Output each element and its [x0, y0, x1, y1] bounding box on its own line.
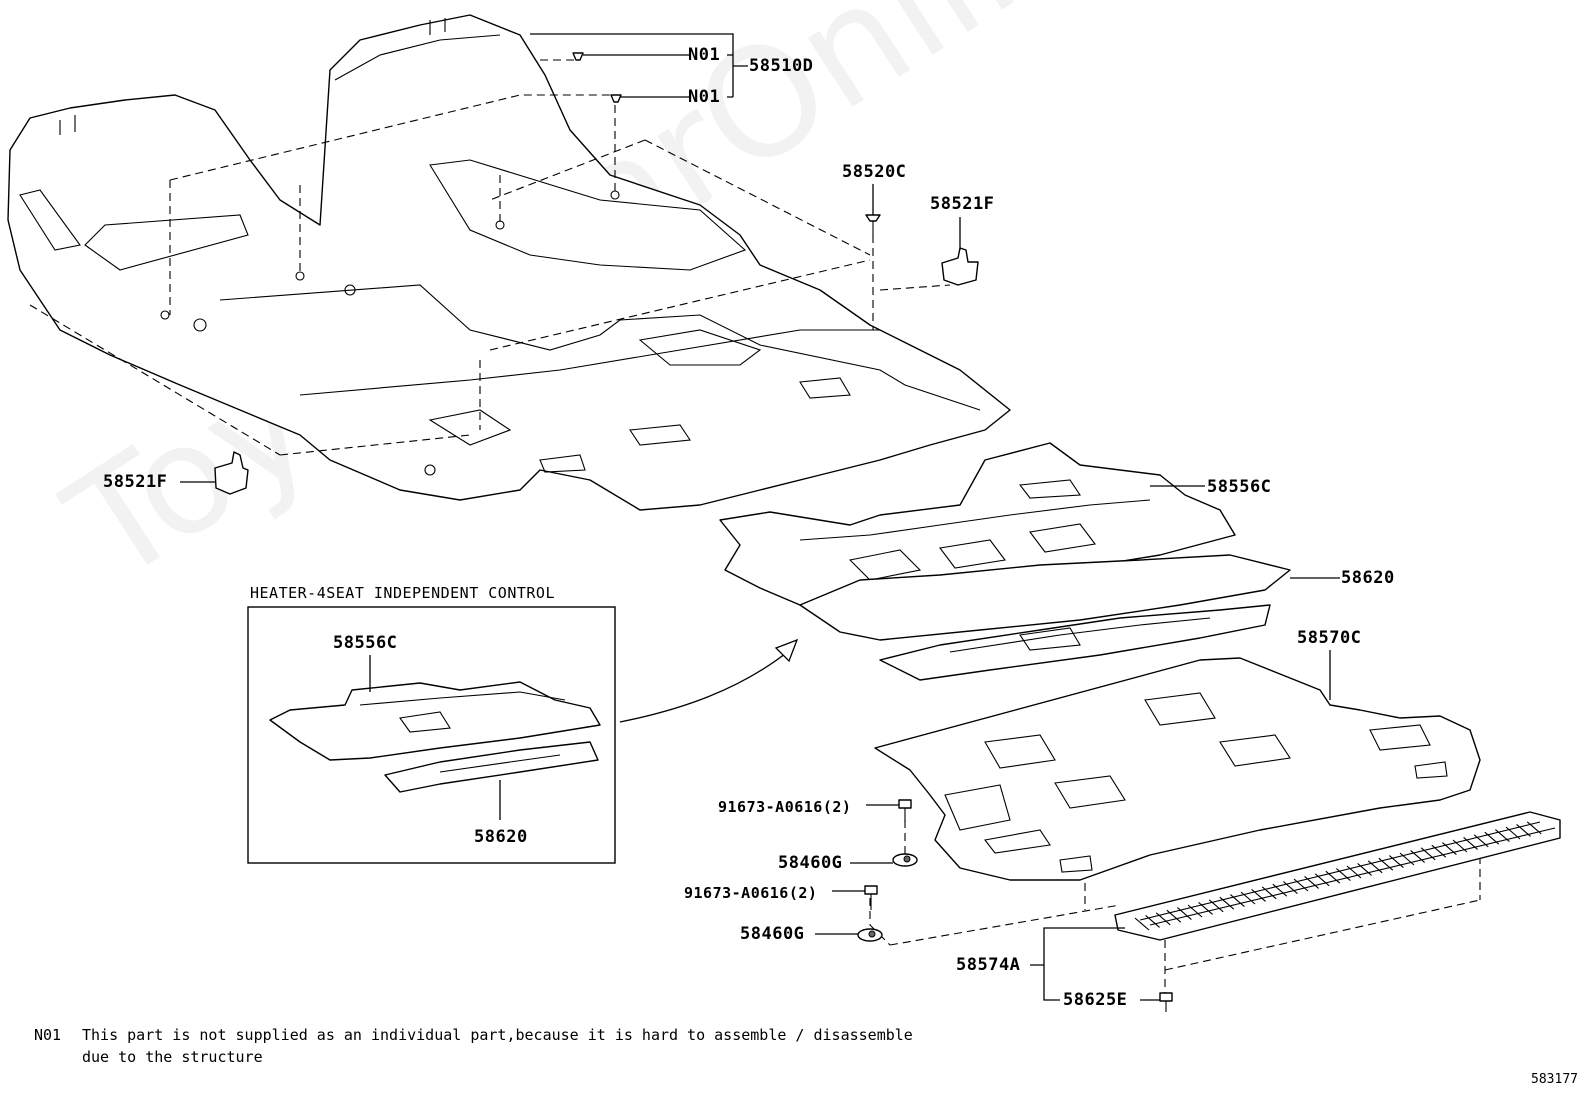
- step-plate-rib: [1431, 844, 1447, 858]
- step-plate-rib: [1410, 849, 1425, 863]
- step-plate-rib: [1325, 870, 1341, 884]
- inset-box: [247, 606, 616, 864]
- callout-n01-a: N01: [688, 45, 721, 65]
- callout-58460G-a: 58460G: [778, 853, 843, 873]
- step-plate-rib: [1452, 839, 1468, 853]
- step-plate-rib: [1208, 899, 1224, 913]
- illustration-number: 583177: [1531, 1072, 1578, 1087]
- inset-callout-58556C: 58556C: [333, 633, 398, 653]
- inset-arrow: [619, 638, 799, 723]
- clip-58625E: [1159, 992, 1173, 1012]
- step-plate-rib: [1420, 847, 1436, 861]
- callout-91673-b: 91673-A0616(2): [684, 884, 818, 902]
- step-plate-rib: [1145, 914, 1160, 928]
- step-plate-rib: [1261, 886, 1277, 900]
- bolt-91673-a: [898, 799, 912, 822]
- step-plate-rib: [1240, 891, 1256, 905]
- step-plate-rib: [1516, 823, 1531, 837]
- step-plate-rib: [1155, 912, 1171, 926]
- step-plate-rib: [1219, 896, 1235, 910]
- callout-91673-a: 91673-A0616(2): [718, 798, 852, 816]
- step-plate-rib: [1134, 917, 1150, 931]
- clip-58510D-n01-a: [572, 52, 584, 61]
- step-plate-rib: [1314, 873, 1330, 887]
- retainer-58460G-b: [857, 928, 883, 942]
- step-plate-rib: [1505, 826, 1521, 840]
- callout-58556C: 58556C: [1207, 477, 1272, 497]
- step-plate-rib: [1293, 878, 1309, 892]
- callout-58460G-b: 58460G: [740, 924, 805, 944]
- clip-58521F-left: [214, 451, 249, 495]
- step-plate-rib: [1367, 860, 1383, 874]
- step-plate-rib: [1357, 862, 1372, 876]
- bolt-91673-b: [864, 885, 878, 910]
- step-plate-ribs: [1134, 821, 1542, 931]
- fastener-58520C: [865, 214, 881, 236]
- clip-58510D-n01-b: [610, 94, 622, 103]
- callout-58520C: 58520C: [842, 162, 907, 182]
- callout-58510D: 58510D: [749, 56, 814, 76]
- step-plate-rib: [1177, 907, 1192, 921]
- step-plate-rib: [1495, 829, 1510, 843]
- callout-58521F-left: 58521F: [103, 472, 168, 492]
- step-plate-rib: [1336, 868, 1351, 882]
- step-plate-rib: [1473, 834, 1489, 848]
- part-58620: [799, 554, 1291, 681]
- callout-58574A: 58574A: [956, 955, 1021, 975]
- clip-58521F-top: [941, 247, 979, 286]
- callout-n01-b: N01: [688, 87, 721, 107]
- front-floor-carpet: [7, 14, 1011, 511]
- callout-58570C: 58570C: [1297, 628, 1362, 648]
- part-58556C: [719, 442, 1236, 611]
- step-plate-rib: [1389, 855, 1404, 869]
- inset-callout-58620: 58620: [474, 827, 528, 847]
- step-plate-rib: [1442, 842, 1457, 856]
- part-58570C: [874, 657, 1481, 881]
- callout-58620: 58620: [1341, 568, 1395, 588]
- footnote-key: N01: [34, 1026, 62, 1044]
- step-plate-rib: [1166, 909, 1182, 923]
- footnote-line-2: due to the structure: [82, 1048, 263, 1066]
- step-plate-rib: [1272, 883, 1288, 897]
- part-58574A: [1114, 811, 1561, 941]
- footnote: N01 This part is not supplied as an indiv…: [34, 1024, 913, 1068]
- footnote-line-1: This part is not supplied as an individu…: [82, 1026, 913, 1044]
- step-plate-rib: [1304, 875, 1319, 889]
- retainer-58460G-a: [892, 853, 918, 867]
- assembly-guide-lines: [29, 59, 1481, 1000]
- step-plate-rib: [1378, 857, 1394, 871]
- step-plate-rib: [1198, 901, 1213, 915]
- step-plate-rib: [1346, 865, 1362, 879]
- step-plate-rib: [1283, 881, 1298, 895]
- step-plate-rib: [1484, 831, 1500, 845]
- callout-58521F-top: 58521F: [930, 194, 995, 214]
- callout-58625E: 58625E: [1063, 990, 1128, 1010]
- step-plate-rib: [1526, 821, 1542, 835]
- inset-title: HEATER-4SEAT INDEPENDENT CONTROL: [250, 584, 555, 602]
- step-plate-rib: [1187, 904, 1203, 918]
- step-plate-rib: [1399, 852, 1415, 866]
- step-plate-rib: [1230, 894, 1245, 908]
- step-plate-rib: [1251, 888, 1266, 902]
- leader-lines: [180, 33, 1340, 1001]
- step-plate-rib: [1463, 836, 1478, 850]
